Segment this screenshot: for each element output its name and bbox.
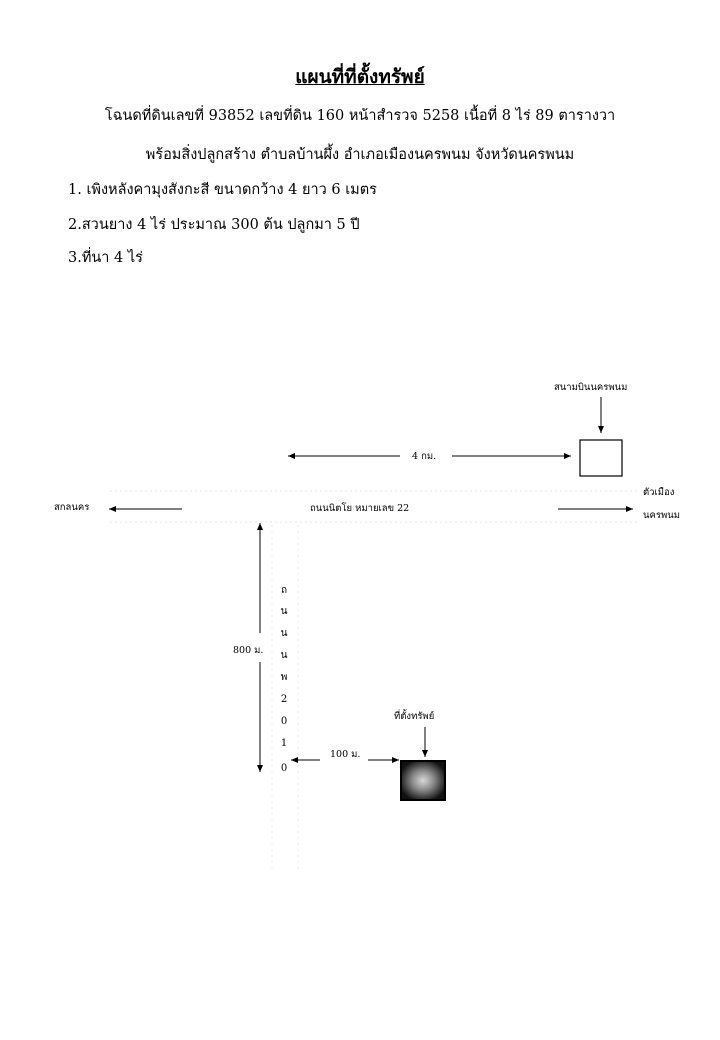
list-item: 2.สวนยาง 4 ไร่ ประมาณ 300 ต้น ปลูกมา 5 ป…	[68, 217, 360, 233]
side-road-char: 0	[281, 716, 287, 727]
property-marker	[400, 760, 446, 801]
location-info-line: พร้อมสิ่งปลูกสร้าง ตำบลบ้านผึ้ง อำเภอเมื…	[145, 147, 575, 163]
right-destination-label-line2: นครพนม	[643, 510, 680, 521]
side-road-char: น	[281, 650, 288, 661]
left-destination-label: สกลนคร	[54, 502, 89, 513]
side-road-char: น	[281, 606, 288, 617]
main-road-label: ถนนนิตโย หมายเลข 22	[310, 502, 409, 514]
side-road-char: พ	[281, 672, 288, 683]
deed-info-line: โฉนดที่ดินเลขที่ 93852 เลขที่ดิน 160 หน้…	[104, 108, 616, 124]
property-label: ที่ตั้งทรัพย์	[394, 709, 434, 722]
side-road-char: น	[281, 628, 288, 639]
side-road-char: ถ	[281, 585, 287, 596]
right-destination-label: ตัวเมือง	[643, 487, 674, 498]
airport-label: สนามบินนครพนม	[554, 382, 627, 393]
airport-distance-label: 4 กม.	[412, 451, 436, 462]
side-road-distance-label: 800 ม.	[233, 645, 263, 656]
list-item: 1. เพิงหลังคามุงสังกะสี ขนาดกว้าง 4 ยาว …	[68, 182, 377, 198]
map-title: แผนที่ที่ตั้งทรัพย์	[295, 66, 425, 88]
side-road-name: ถ น น น พ 2 0 1 0	[281, 585, 288, 774]
airport-marker	[579, 439, 623, 477]
side-road-char: 2	[281, 694, 287, 705]
property-distance-label: 100 ม.	[330, 749, 360, 760]
side-road-char: 0	[281, 763, 287, 774]
side-road-char: 1	[281, 738, 287, 749]
list-item: 3.ที่นา 4 ไร่	[68, 250, 143, 266]
